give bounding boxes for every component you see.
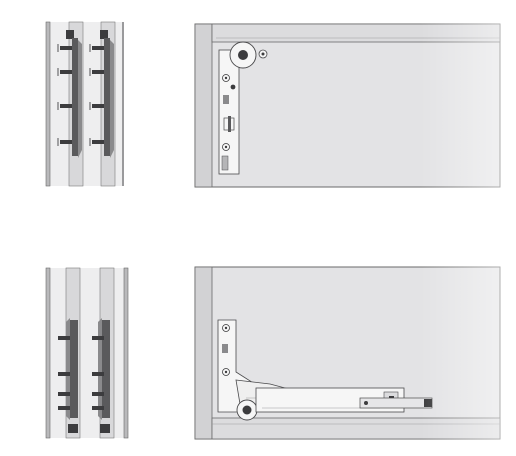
side-wall [194,23,213,188]
hinge-bracket-left [58,318,78,433]
lift-mechanism-closed [218,41,268,175]
edge-fade [420,0,516,456]
section-background [46,268,128,438]
section-view-bottom [45,267,129,439]
section-view-top [45,21,124,187]
left-panel-edge [45,21,51,187]
lift-mechanism-open [217,319,433,421]
right-panel-edge [123,267,129,439]
hinge-bracket-left [57,30,82,158]
left-panel-edge [45,267,51,439]
hinge-bracket-right [92,318,110,433]
right-panel-edge [122,22,124,186]
hinge-bracket-right [89,30,114,158]
side-wall [194,266,213,440]
